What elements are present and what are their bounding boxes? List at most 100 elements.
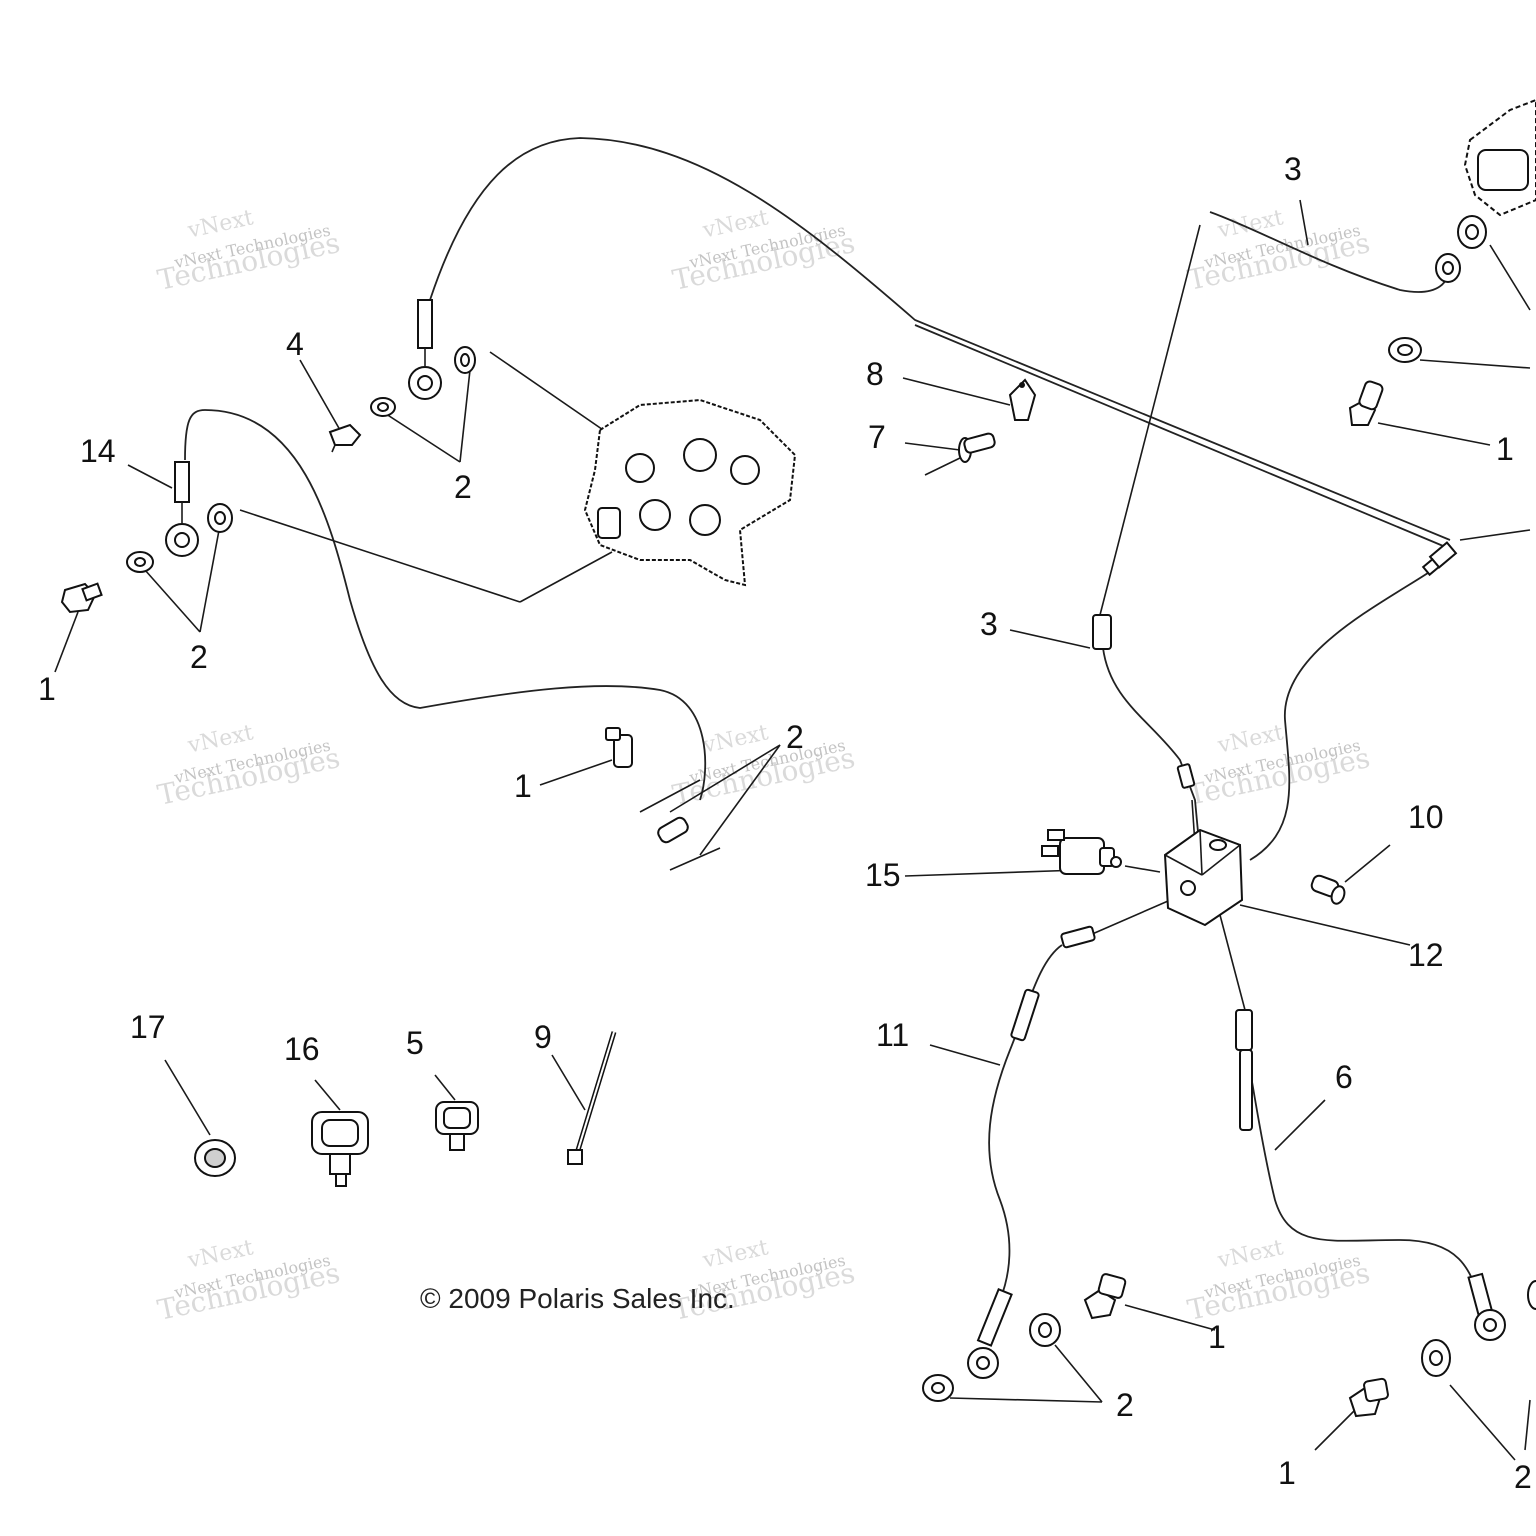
brake-caliper-icon: [583, 398, 797, 587]
leader-right-edge-2: [1489, 244, 1531, 311]
rivet-icon: [924, 432, 996, 476]
brake-hose-fitting-down: [1249, 564, 1441, 861]
leader-5: [434, 1074, 456, 1101]
watermark: vNext vNext Technologies Technologies: [670, 205, 858, 297]
leader-caliper-2: [519, 551, 613, 603]
washer-icon: [1029, 1313, 1061, 1347]
banjo-fitting-icon: [165, 461, 199, 557]
leader-right-edge-3: [1459, 529, 1531, 541]
brake-line-main-parallel: [914, 324, 1449, 549]
grommet-icon: [194, 1139, 236, 1177]
bolt-icon: [1083, 1273, 1127, 1320]
brake-hose-3-top: [1209, 211, 1450, 293]
callout-17: 17: [130, 1009, 166, 1045]
brake-hose-3-lower: [1102, 647, 1199, 833]
leader-1-mid: [539, 759, 613, 786]
leader-3-mid: [1009, 629, 1091, 649]
leader-15-b: [1124, 865, 1161, 873]
leader-right-edge-1: [1419, 359, 1531, 369]
washer-icon: [126, 551, 154, 573]
callout-6: 6: [1335, 1059, 1353, 1095]
callout-9: 9: [534, 1019, 552, 1055]
hose-clip-icon: [311, 1111, 369, 1187]
leader-14: [127, 464, 173, 489]
bolt-icon: [60, 582, 103, 614]
tube-fitting-icon: [1235, 1009, 1253, 1131]
valve-block-icon: [1163, 828, 1244, 927]
leader-17: [164, 1059, 211, 1136]
watermark: vNext vNext Technologies Technologies: [1185, 205, 1373, 297]
callouts: 3 4 8 7 14 2 1 2 1 3 2 1 10 15 12 17 16 …: [38, 151, 1532, 1495]
leader-1-right-top: [1377, 422, 1491, 446]
leader-2d-b: [949, 1397, 1103, 1403]
leader-1-bottom-b: [1314, 1409, 1356, 1451]
leader-2b-l: [144, 569, 201, 633]
washer-icon: [207, 503, 233, 533]
leader-2e-b: [1524, 1399, 1531, 1451]
washer-icon: [370, 397, 396, 417]
bolt-icon: [605, 727, 633, 768]
leader-1-bottom-a: [1124, 1304, 1216, 1331]
leader-10: [1344, 844, 1391, 883]
brake-line-main: [429, 137, 1451, 541]
callout-1-mid: 1: [514, 768, 532, 804]
tube-fitting-icon: [1010, 925, 1096, 1042]
callout-16: 16: [284, 1031, 320, 1067]
callout-15: 15: [865, 857, 901, 893]
leader-2b-r: [199, 524, 221, 633]
callout-3-top: 3: [1284, 151, 1302, 187]
bolt-icon: [1310, 874, 1346, 905]
pressure-switch-icon: [1041, 829, 1122, 875]
callout-1-bottom-b: 1: [1278, 1455, 1296, 1491]
brake-hose-left: [184, 409, 707, 801]
tube-fitting-icon: [1092, 614, 1196, 789]
banjo-fitting-icon: [408, 299, 442, 400]
banjo-fitting-icon: [967, 1288, 1013, 1379]
leader-6: [1274, 1099, 1326, 1151]
leader-2a-r: [459, 369, 471, 463]
callout-14: 14: [80, 433, 116, 469]
leader-valve-left: [1089, 897, 1176, 936]
leader-1-left: [54, 611, 79, 673]
watermark: vNext vNext Technologies Technologies: [1185, 720, 1373, 812]
washer-icon: [922, 1374, 954, 1402]
leader-3-line: [1099, 224, 1201, 616]
leader-12: [1239, 904, 1411, 946]
cable-tie-icon: [567, 1031, 617, 1165]
callout-3-mid: 3: [980, 606, 998, 642]
callout-2-b: 2: [190, 639, 208, 675]
parts: [60, 98, 1536, 1418]
callout-10: 10: [1408, 799, 1444, 835]
callout-1-left: 1: [38, 671, 56, 707]
leader-2a-l: [379, 409, 461, 463]
callout-7: 7: [868, 419, 886, 455]
washer-icon: [454, 346, 476, 374]
hose-clip-icon: [435, 1101, 479, 1151]
callout-2-d: 2: [1116, 1387, 1134, 1423]
watermark: vNext vNext Technologies Technologies: [155, 205, 343, 297]
banjo-fitting-icon: [1435, 253, 1461, 283]
callout-12: 12: [1408, 937, 1444, 973]
leader-washer-to-caliper-2: [239, 509, 521, 603]
callout-5: 5: [406, 1025, 424, 1061]
clamp-icon: [1008, 378, 1037, 421]
leader-4: [299, 359, 341, 431]
leader-2d-a: [1054, 1344, 1103, 1403]
leader-8: [902, 377, 1011, 406]
callout-4: 4: [286, 326, 304, 362]
master-cylinder-icon: [1463, 98, 1536, 217]
brake-lines: [184, 137, 1481, 1341]
leader-2e-a: [1449, 1384, 1516, 1461]
washer-icon: [1527, 1280, 1536, 1310]
callout-1-bottom-a: 1: [1208, 1319, 1226, 1355]
watermark: vNext vNext Technologies Technologies: [155, 720, 343, 812]
watermark: vNext vNext Technologies Technologies: [155, 1235, 343, 1327]
watermark: vNext vNext Technologies Technologies: [1185, 1235, 1373, 1327]
callout-2-a: 2: [454, 469, 472, 505]
callout-8: 8: [866, 356, 884, 392]
washer-icon: [1388, 337, 1422, 363]
callout-2-c: 2: [786, 719, 804, 755]
leader-11: [929, 1044, 1001, 1066]
